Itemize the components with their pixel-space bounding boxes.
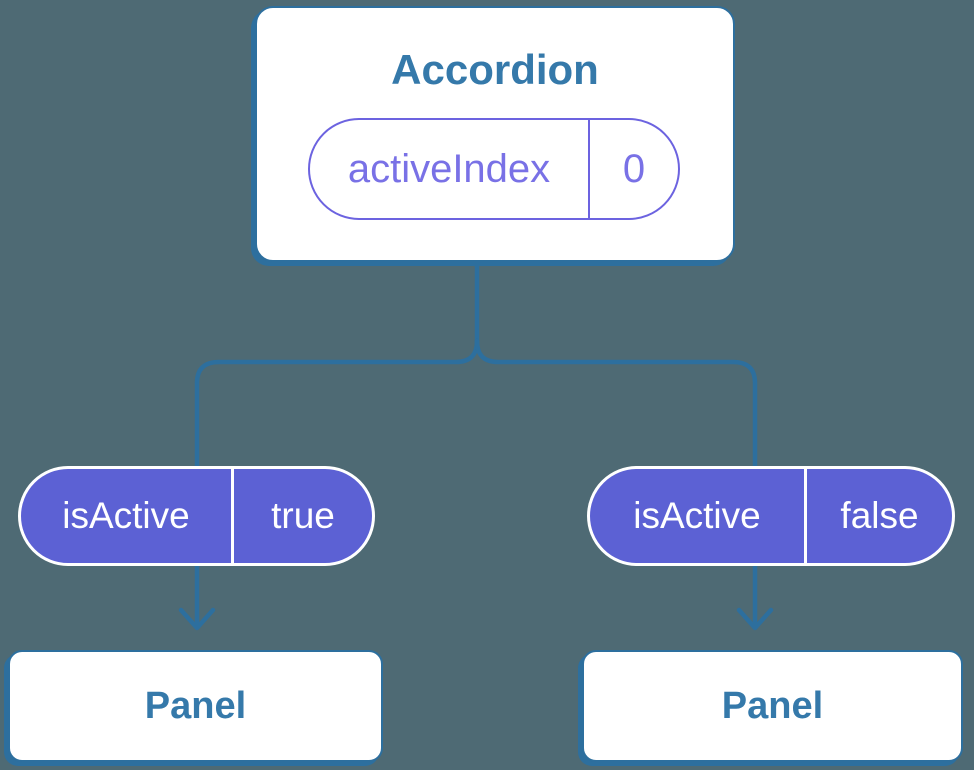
state-pill-name: activeIndex <box>347 146 551 191</box>
prop-pill-value: false <box>840 495 919 536</box>
panel-node-left: Panel <box>8 650 383 762</box>
panel-node-right: Panel <box>582 650 963 762</box>
state-pill-value: 0 <box>622 146 646 191</box>
arrow-down-left-icon <box>178 607 216 631</box>
accordion-node-title: Accordion <box>391 46 599 93</box>
edge-accordion-to-left-panel <box>194 338 480 629</box>
arrow-down-right-icon <box>736 607 774 631</box>
prop-pill-name: isActive <box>62 495 190 536</box>
prop-pill-isactive-false: isActive false <box>587 466 955 566</box>
panel-node-label: Panel <box>721 684 824 727</box>
prop-pill-name: isActive <box>633 495 761 536</box>
pill-divider <box>588 120 590 218</box>
panel-node-label: Panel <box>144 684 247 727</box>
pill-divider <box>804 469 807 563</box>
pill-divider <box>231 469 234 563</box>
edge-accordion-to-right-panel <box>474 338 758 629</box>
prop-pill-value: true <box>271 495 335 536</box>
prop-pill-isactive-true: isActive true <box>18 466 375 566</box>
state-pill-activeindex: activeIndex 0 <box>308 118 680 220</box>
